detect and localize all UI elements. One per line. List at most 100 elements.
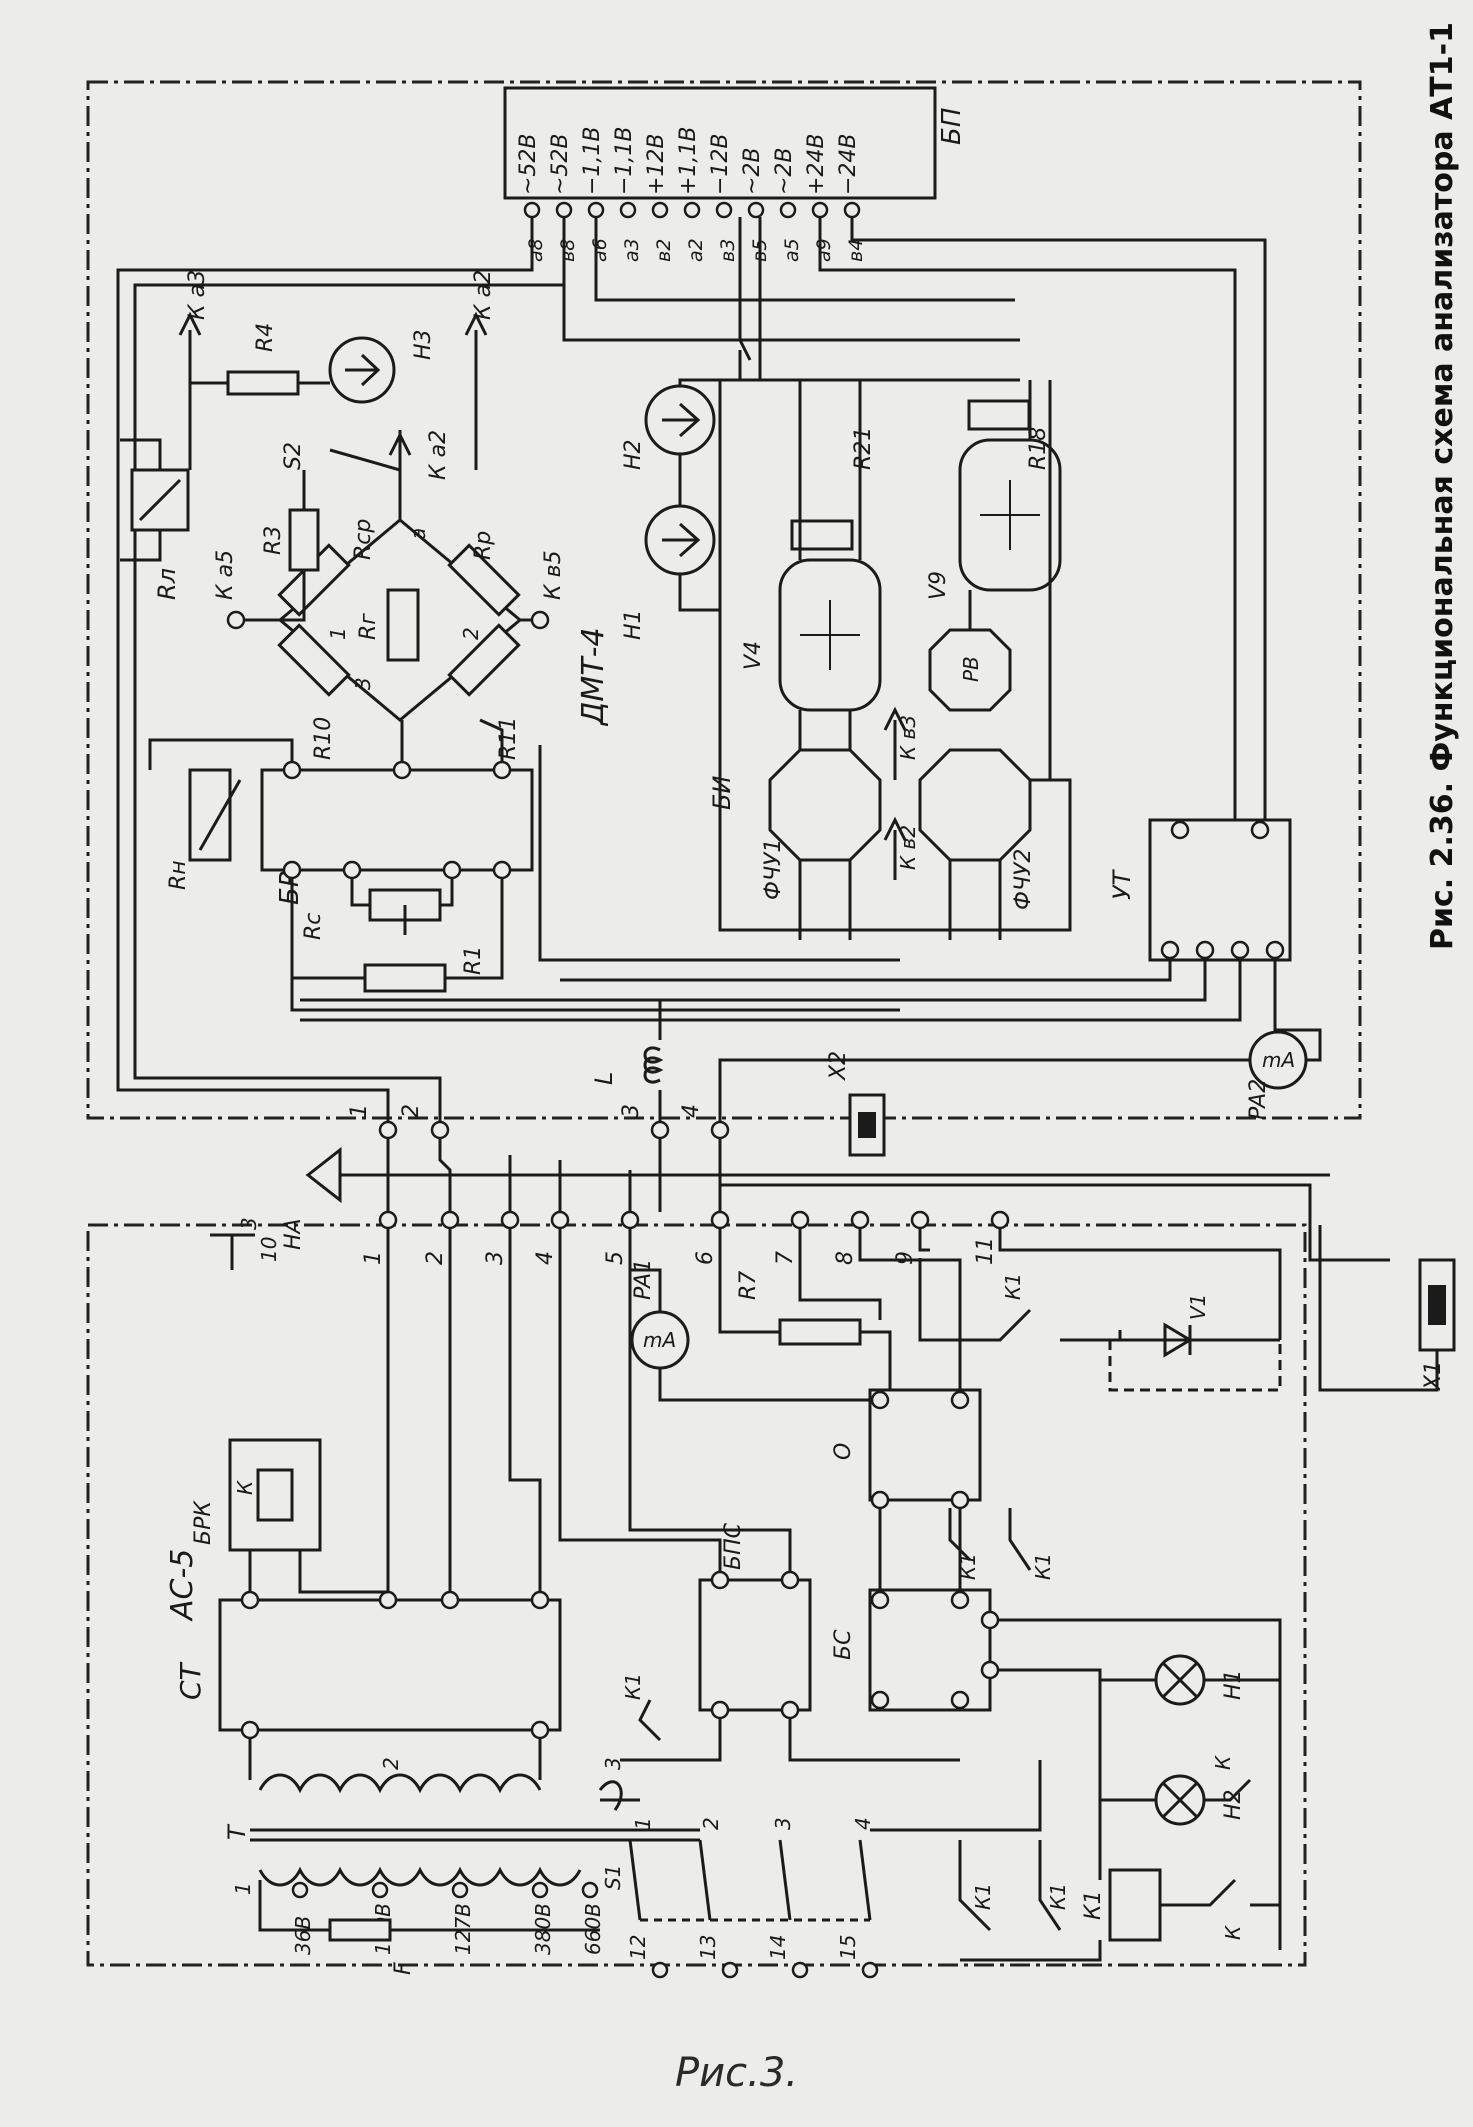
- bp-output-label: −1,1В: [612, 126, 637, 195]
- optocoupler-v4-symbol: [800, 600, 860, 670]
- bridge-point-3-label: 3: [351, 677, 375, 690]
- bp-pin-label: в4: [845, 239, 867, 262]
- resistor-r11: [447, 623, 521, 697]
- br-terminal: [342, 860, 362, 880]
- resistor-r3: [288, 508, 320, 572]
- bridge-point-1-label: 1: [326, 627, 350, 640]
- lamp-h2-label: Н2: [1221, 1789, 1246, 1820]
- wire: [558, 1228, 960, 1762]
- bps-block: [698, 1578, 812, 1712]
- dmt-terminal-label: 4: [679, 1104, 704, 1118]
- rn-label: Rн: [166, 860, 191, 890]
- ac-terminal-label: 5: [603, 1251, 628, 1265]
- bp-output-label: +24В: [804, 133, 829, 195]
- ac-unit-label: АС-5: [165, 1549, 200, 1622]
- f-label: F: [391, 1962, 416, 1975]
- lamp-h2-symbol: [1161, 1781, 1199, 1819]
- bottom-k1-label-b: К1: [1046, 1883, 1070, 1910]
- ut-terminal: [1195, 940, 1215, 960]
- dmt-terminals: 1 2 3 4: [347, 1104, 730, 1140]
- lamp-relay-k-label: К: [1211, 1755, 1235, 1770]
- tap-terminal: [451, 1881, 469, 1899]
- bp-terminal: [619, 201, 637, 219]
- bp-terminal: [747, 201, 765, 219]
- switch-position-label: 4: [851, 1817, 875, 1830]
- resistor-rg: [386, 588, 420, 662]
- fchu2-block: [918, 748, 1032, 862]
- ground-pin-label: 10: [257, 1237, 281, 1262]
- bp-pin-label: в8: [557, 239, 579, 262]
- l-label: L: [590, 1072, 618, 1085]
- s1-label: S1: [601, 1865, 625, 1890]
- ut-terminal: [1170, 820, 1190, 840]
- inductor-l: [643, 1046, 664, 1084]
- ut-block: [1148, 818, 1292, 962]
- ac-terminal: [910, 1210, 930, 1230]
- relay-coil-k: [256, 1468, 294, 1522]
- r11-label: R11: [496, 717, 521, 760]
- dmt-unit-label: ДМТ-4: [576, 627, 611, 727]
- dmt-terminal-label: 2: [399, 1104, 424, 1118]
- r1-label: R1: [461, 946, 486, 975]
- v1-label: V1: [1186, 1294, 1210, 1320]
- bp-pin-label: а8: [525, 238, 547, 262]
- arrow: [178, 311, 488, 336]
- ac-terminal-label: 7: [773, 1251, 798, 1265]
- right-k1-label: К1: [1001, 1273, 1025, 1300]
- bp-terminal: [555, 201, 573, 219]
- st-terminal: [378, 1590, 398, 1610]
- v4-label: V4: [741, 641, 766, 670]
- ref-terminal: [530, 610, 550, 630]
- resistor-rp: [447, 543, 521, 617]
- bs-terminal: [870, 1590, 890, 1610]
- wire: [818, 217, 1237, 830]
- wire: [248, 1738, 542, 1780]
- ac-terminal: [378, 1210, 398, 1230]
- optocoupler-v9-symbol: [980, 480, 1040, 550]
- lamp-h1-symbol: [1161, 1661, 1199, 1699]
- wire: [738, 217, 752, 361]
- t-label: Т: [223, 1823, 251, 1840]
- fchu2-label: ФЧУ2: [1011, 849, 1036, 910]
- r10-label: R10: [311, 717, 336, 760]
- s2-label: S2: [281, 442, 306, 470]
- bp-pin-label: а9: [813, 238, 835, 262]
- dmt-terminal: [430, 1120, 450, 1140]
- bps-terminal: [780, 1700, 800, 1720]
- bi-label: БИ: [708, 776, 736, 810]
- relay-coil-k1: [1108, 1868, 1162, 1942]
- wire: [386, 1228, 542, 1592]
- wire: [1100, 1678, 1280, 1802]
- ac-terminals: 1 2 3 4 5 6 7 8 9 11: [361, 1210, 1010, 1265]
- ac-terminal-label: 2: [423, 1251, 448, 1265]
- bp-pin-label: а2: [685, 238, 707, 262]
- arrow: [388, 431, 412, 470]
- lamp-h1-label: Н1: [1221, 1669, 1246, 1700]
- rheostat-arrow: [138, 478, 182, 522]
- switch-terminal-label: 15: [836, 1935, 860, 1960]
- arrow: [883, 816, 907, 880]
- bs-label: БС: [831, 1629, 856, 1660]
- arrow: [883, 706, 907, 780]
- tap-terminal: [531, 1881, 549, 1899]
- ac-terminal: [790, 1210, 810, 1230]
- ka2-bridge-label: К а2: [426, 430, 451, 480]
- switch-s1-terminals: 12 13 14 15: [626, 1935, 879, 1979]
- bs-terminal: [980, 1610, 1000, 1630]
- bs-terminal: [950, 1590, 970, 1610]
- wire: [120, 438, 162, 562]
- switch-s2: [329, 430, 402, 520]
- wire: [798, 860, 1002, 940]
- bs-block: [868, 1588, 992, 1712]
- dmt-terminal: [710, 1120, 730, 1140]
- bps-terminal: [710, 1570, 730, 1590]
- bp-output-label: −1,1В: [580, 126, 605, 195]
- wire: [870, 1760, 1042, 1832]
- st-terminal: [530, 1720, 550, 1740]
- wire: [188, 330, 478, 470]
- bp-pin-label: а3: [621, 238, 643, 262]
- br-terminal: [442, 860, 462, 880]
- switch-terminal: [651, 1961, 669, 1979]
- wire: [718, 1058, 1250, 1130]
